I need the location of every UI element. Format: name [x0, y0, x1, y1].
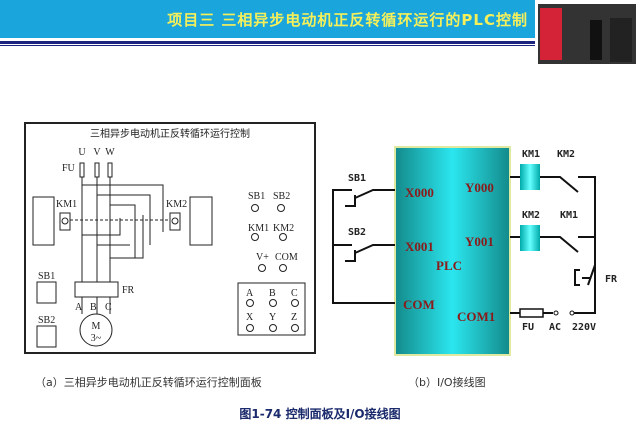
com-label: COM: [403, 297, 435, 312]
terminal-com: COM: [275, 252, 298, 263]
caption-a: （a）三相异步电动机正反转循环运行控制面板: [35, 376, 262, 389]
motor-label: M: [92, 321, 101, 332]
terminal-km1: KM1: [248, 223, 269, 234]
terminal-sb1: SB1: [248, 191, 265, 202]
km2-label: KM2: [166, 199, 187, 210]
ac-label: AC: [549, 322, 561, 333]
control-panel: [24, 122, 316, 354]
com1-label: COM1: [457, 309, 495, 324]
figure-caption: 图1-74 控制面板及I/O接线图: [239, 407, 401, 421]
terminal-y: Y: [269, 312, 276, 323]
km1-label: KM1: [56, 199, 77, 210]
terminal-vplus: V+: [256, 252, 269, 263]
km2-coil: [520, 225, 540, 251]
output-y001: Y001: [465, 234, 494, 249]
input-x001: X001: [405, 239, 434, 254]
phase-w: W: [105, 147, 115, 158]
io-wiring: [332, 176, 596, 318]
input-x000: X000: [405, 185, 434, 200]
terminal-b: B: [269, 288, 276, 299]
page-title: 项目三 三相异步电动机正反转循环运行的PLC控制: [167, 11, 528, 29]
sb2-label: SB2: [38, 315, 55, 326]
sb1-label: SB1: [38, 271, 55, 282]
io-sb2-label: SB2: [348, 227, 366, 238]
plc-block: [394, 146, 511, 356]
io-fr-label: FR: [605, 274, 618, 285]
term-a: A: [75, 302, 83, 313]
plc-label: PLC: [436, 258, 462, 273]
motor-sub: 3~: [91, 333, 102, 344]
voltage-label: 220V: [572, 322, 596, 333]
io-km2-contact-label: KM2: [557, 149, 575, 160]
fr-label: FR: [122, 285, 135, 296]
plc-product-image: [538, 4, 636, 64]
terminal-sb2: SB2: [273, 191, 290, 202]
io-sb1-label: SB1: [348, 173, 366, 184]
terminal-z: Z: [291, 312, 297, 323]
terminal-a: A: [246, 288, 254, 299]
km1-coil: [520, 164, 540, 190]
phase-v: V: [93, 147, 101, 158]
header-divider: [0, 41, 535, 44]
caption-b: （b）I/O接线图: [408, 376, 486, 389]
header-divider-thin: [0, 45, 535, 46]
terminal-c: C: [291, 288, 298, 299]
fu-label: FU: [62, 163, 76, 174]
term-c: C: [105, 302, 112, 313]
term-b: B: [90, 302, 97, 313]
io-km1-coil-label: KM1: [522, 149, 540, 160]
terminal-x: X: [246, 312, 254, 323]
io-fu-label: FU: [522, 322, 534, 333]
header-band: [0, 0, 535, 38]
panel-title: 三相异步电动机正反转循环运行控制: [90, 127, 250, 140]
io-km2-coil-label: KM2: [522, 210, 540, 221]
output-y000: Y000: [465, 180, 494, 195]
io-km1-contact-label: KM1: [560, 210, 578, 221]
terminal-km2: KM2: [273, 223, 294, 234]
phase-u: U: [78, 147, 86, 158]
